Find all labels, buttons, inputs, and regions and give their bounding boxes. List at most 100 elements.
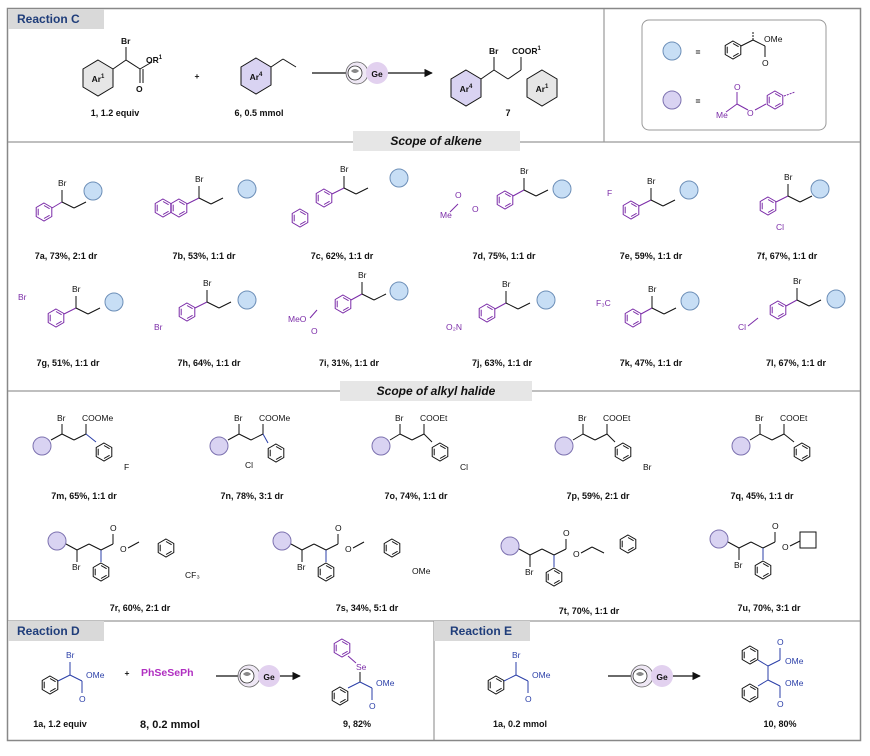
svg-text:COOEt: COOEt: [420, 413, 448, 423]
svg-text:OMe: OMe: [532, 670, 551, 680]
label-7q: 7q, 45%, 1:1 dr: [730, 491, 794, 501]
svg-text:Br: Br: [72, 284, 81, 294]
svg-text:Br: Br: [784, 172, 793, 182]
reagent-8-label: 8, 0.2 mmol: [140, 719, 200, 731]
svg-text:F: F: [607, 188, 612, 198]
label-7d: 7d, 75%, 1:1 dr: [472, 251, 536, 261]
product-10-label: 10, 80%: [763, 719, 796, 729]
svg-text:Ar4: Ar4: [460, 84, 473, 94]
svg-text:Br: Br: [195, 174, 204, 184]
svg-text:OMe: OMe: [764, 34, 783, 44]
svg-text:O: O: [762, 58, 769, 68]
phsesephe-name: PhSeSePh: [141, 667, 194, 679]
svg-text:Br: Br: [58, 178, 67, 188]
label-7k: 7k, 47%, 1:1 dr: [620, 358, 683, 368]
svg-text:O: O: [455, 190, 462, 200]
svg-text:OMe: OMe: [376, 678, 395, 688]
product-7d-structure: Me OO Br: [440, 166, 572, 220]
reagent-1a-structure-d: Br OOMe: [41, 650, 105, 704]
label-7l: 7l, 67%, 1:1 dr: [766, 358, 827, 368]
product-7o-structure: Br COOEt Cl: [371, 413, 468, 472]
label-7r: 7r, 60%, 2:1 dr: [110, 603, 171, 613]
svg-text:O: O: [120, 544, 127, 554]
product-9-structure: Se OOMe: [331, 638, 395, 711]
product-7-structure: Ar4 Br COOR1 Ar1: [450, 46, 558, 107]
header-reaction-c-bg: [8, 9, 104, 29]
product-7k-structure: F₃C Br: [596, 284, 700, 328]
label-7n: 7n, 78%, 3:1 dr: [220, 491, 284, 501]
product-7i-structure: MeO O Br: [288, 270, 409, 336]
reagent-1a-structure-e: Br OOMe: [487, 650, 551, 704]
legend-box: [641, 19, 827, 131]
svg-text:Br: Br: [793, 276, 802, 286]
svg-text:MeO: MeO: [288, 314, 307, 324]
svg-text:Br: Br: [755, 413, 764, 423]
svg-text:COOR1: COOR1: [512, 46, 542, 56]
blue-bubble-icon: [662, 41, 682, 61]
figure-border: [6, 7, 862, 742]
product-7f-structure: Cl Br: [759, 172, 830, 232]
product-7a-structure: Br: [35, 178, 103, 222]
svg-text:F₃C: F₃C: [596, 298, 611, 308]
label-7p: 7p, 59%, 2:1 dr: [566, 491, 630, 501]
reagent-1a-label-e: 1a, 0.2 mmol: [493, 719, 547, 729]
product-7h-structure: Br Br: [154, 278, 257, 332]
svg-text:O: O: [335, 523, 342, 533]
svg-text:F: F: [124, 462, 129, 472]
reagent-1-structure: Ar1 Br O OR1: [82, 36, 163, 97]
catalyst-ge-label: Ge: [371, 69, 383, 79]
alkene-scope-row-1: Br Br Br Me OO Br F Br: [35, 164, 830, 232]
label-7h: 7h, 64%, 1:1 dr: [177, 358, 241, 368]
svg-text:Ar1: Ar1: [92, 74, 105, 84]
catalyst-ge-label-d: Ge: [263, 672, 275, 682]
label-7m: 7m, 65%, 1:1 dr: [51, 491, 117, 501]
svg-text:Br: Br: [203, 278, 212, 288]
svg-text:Br: Br: [234, 413, 243, 423]
svg-text:Br: Br: [489, 46, 499, 56]
legend-blue-structure: OMe O: [724, 31, 783, 68]
product-7j-structure: O₂N Br: [446, 279, 556, 332]
product-7r-structure: Br O O CF₃: [47, 523, 200, 582]
svg-text:Cl: Cl: [776, 222, 784, 232]
label-7b: 7b, 53%, 1:1 dr: [172, 251, 236, 261]
svg-text:Br: Br: [520, 166, 529, 176]
svg-text:Cl: Cl: [738, 322, 746, 332]
svg-text:COOEt: COOEt: [603, 413, 631, 423]
product-7u-structure: Br O O: [709, 521, 817, 580]
svg-text:O: O: [472, 204, 479, 214]
product-7s-structure: Br O O OMe: [272, 523, 431, 582]
svg-text:OMe: OMe: [412, 566, 431, 576]
label-7s: 7s, 34%, 5:1 dr: [336, 603, 399, 613]
reagent-1-label: 1, 1.2 equiv: [91, 108, 140, 118]
svg-text:COOMe: COOMe: [259, 413, 290, 423]
svg-text:Br: Br: [358, 270, 367, 280]
svg-text:Br: Br: [578, 413, 587, 423]
svg-text:OR1: OR1: [146, 55, 163, 65]
header-reaction-c: Reaction C: [17, 12, 80, 26]
svg-text:Br: Br: [525, 567, 534, 577]
label-7i: 7i, 31%, 1:1 dr: [319, 358, 380, 368]
product-7l-structure: Cl Br: [738, 276, 846, 332]
label-7u: 7u, 70%, 3:1 dr: [737, 603, 801, 613]
product-7g-structure: Br Br: [18, 284, 124, 328]
product-9-label: 9, 82%: [343, 719, 371, 729]
banner-alkene-bg: [353, 131, 520, 151]
product-10-structure: OOMe OOMe: [741, 637, 804, 709]
product-7p-structure: Br COOEt Br: [554, 413, 652, 472]
plus-sign: +: [195, 71, 200, 81]
halide-scope-row-1: Br COOMe F Br COOMe Cl Br COOEt Cl Br CO: [32, 413, 811, 472]
halide-scope-row-2: Br O O CF₃ Br O O OMe Br O O Br: [47, 521, 817, 587]
svg-text:O: O: [369, 701, 376, 711]
svg-text:=: =: [696, 47, 701, 57]
svg-text:Br: Br: [512, 650, 521, 660]
svg-text:O: O: [311, 326, 318, 336]
svg-text:O: O: [563, 528, 570, 538]
svg-text:Br: Br: [395, 413, 404, 423]
alkene-scope-row-2: Br Br Br Br MeO O Br O₂N Br F₃C Br: [18, 270, 846, 336]
svg-text:O: O: [79, 694, 86, 704]
svg-text:Cl: Cl: [460, 462, 468, 472]
svg-text:OMe: OMe: [785, 656, 804, 666]
svg-text:Br: Br: [648, 284, 657, 294]
svg-text:OMe: OMe: [86, 670, 105, 680]
